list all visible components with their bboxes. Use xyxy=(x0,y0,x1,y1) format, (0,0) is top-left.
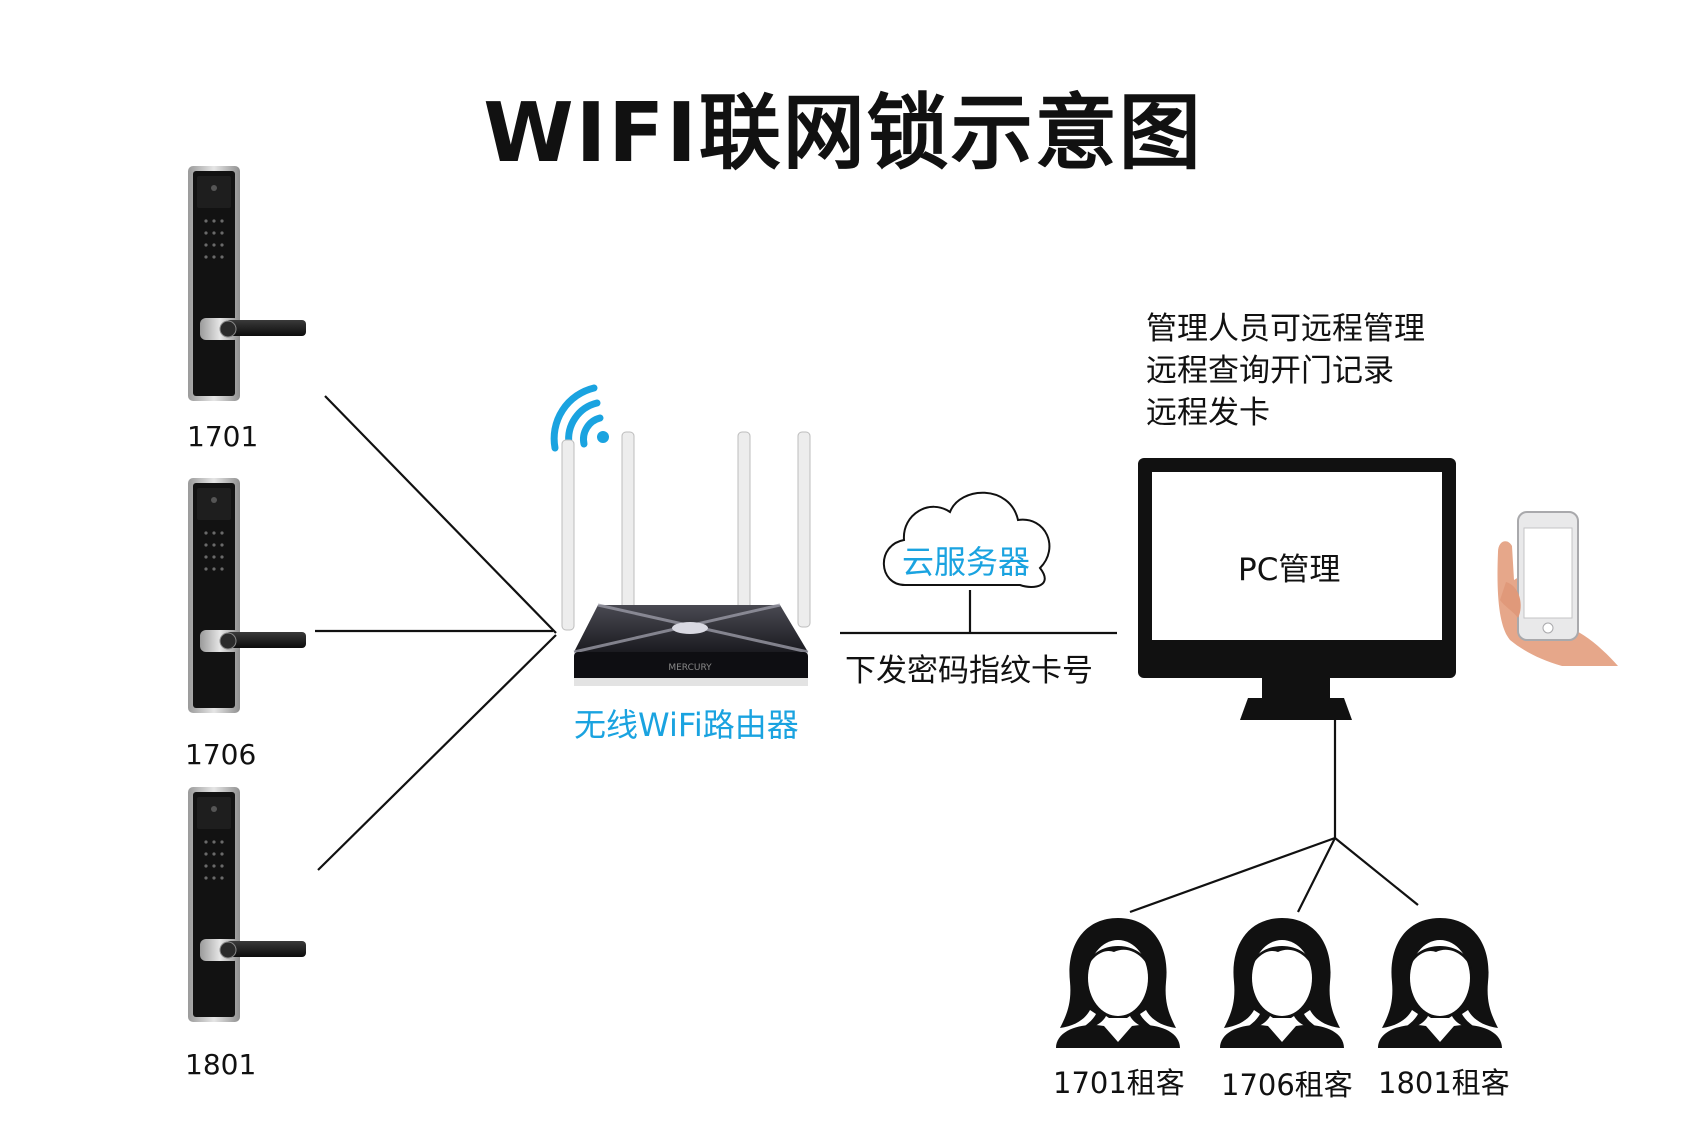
lock-1706-icon xyxy=(187,477,307,714)
tenant-1701-label: 1701租客 xyxy=(1053,1066,1185,1100)
lock-1801-icon xyxy=(187,786,307,1023)
wifi-signal-icon xyxy=(550,384,609,452)
hand-phone-icon xyxy=(1497,511,1618,666)
tenant-1801-label: 1801租客 xyxy=(1378,1066,1510,1100)
link-caption: 下发密码指纹卡号 xyxy=(845,653,1093,689)
lock-1701-label: 1701 xyxy=(187,420,259,453)
cloud-label: 云服务器 xyxy=(902,543,1031,581)
tenant-links xyxy=(1129,720,1419,914)
monitor-icon xyxy=(1138,458,1456,720)
svg-text:MERCURY: MERCURY xyxy=(668,663,712,673)
pc-label: PC管理 xyxy=(1238,552,1341,588)
lock-router-links xyxy=(315,395,557,871)
manager-note-3: 远程发卡 xyxy=(1146,395,1270,431)
wifi-router-icon: MERCURY xyxy=(561,431,811,686)
cloud-icon xyxy=(882,491,1051,588)
lock-1801-label: 1801 xyxy=(185,1048,257,1081)
router-label: 无线WiFi路由器 xyxy=(574,706,799,744)
manager-note-1: 管理人员可远程管理 xyxy=(1146,311,1425,347)
diagram-title: WIFI联网锁示意图 xyxy=(483,86,1203,181)
tenant-1701-avatar-icon xyxy=(1056,918,1180,1048)
link-1801 xyxy=(317,634,557,871)
tenant-1706-label: 1706租客 xyxy=(1221,1068,1353,1102)
manager-notes: 管理人员可远程管理 远程查询开门记录 远程发卡 xyxy=(1146,308,1425,434)
lock-1706-label: 1706 xyxy=(185,738,257,771)
lock-1701-icon xyxy=(187,165,307,402)
manager-note-2: 远程查询开门记录 xyxy=(1146,353,1394,389)
tenant-1706-avatar-icon xyxy=(1220,918,1344,1048)
link-1701 xyxy=(324,395,557,634)
tenant-1801-avatar-icon xyxy=(1378,918,1502,1048)
